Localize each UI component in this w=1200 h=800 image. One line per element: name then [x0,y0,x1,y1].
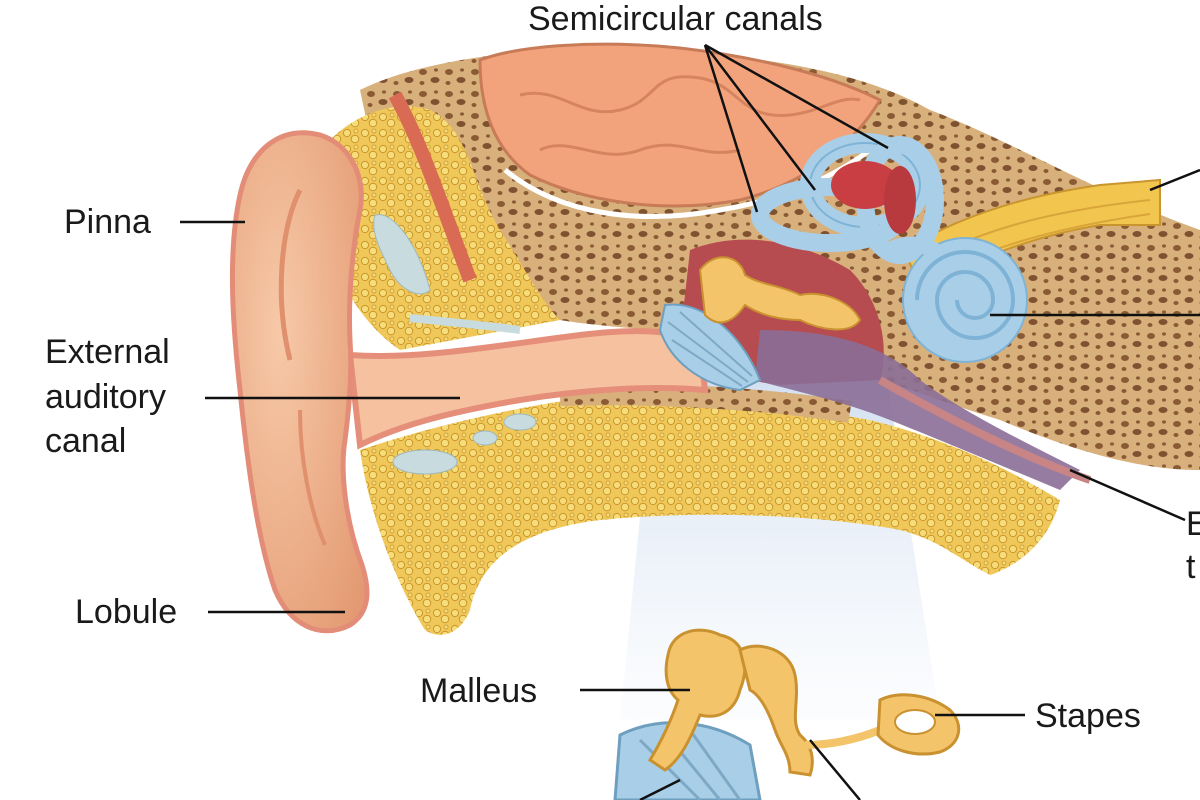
label-external-auditory-canal-line1: External [45,333,170,371]
leader-lines [180,43,1200,800]
eustachian-tube [755,330,1080,490]
label-malleus: Malleus [420,672,538,710]
incus-shape [738,644,814,777]
label-semicircular-canals: Semicircular canals [528,0,823,38]
label-lobule: Lobule [75,593,178,631]
semicircular-canals-shape [751,133,944,264]
label-external-auditory-canal-line2: auditory [45,378,166,416]
enlarged-ossicles [613,628,961,800]
pinna [229,130,370,634]
label-cut-right-bottom: t [1186,548,1196,586]
upper-tissue [320,106,560,350]
label-external-auditory-canal-line3: canal [45,422,127,460]
eardrum [658,303,762,392]
malleus-shape [647,628,747,772]
ossicles-inset [698,256,862,331]
label-cut-right-top: E [1186,505,1200,543]
lower-tissue [360,398,1060,635]
label-stapes: Stapes [1035,697,1141,735]
label-pinna: Pinna [64,203,151,241]
cochlea-shape [886,236,1028,363]
